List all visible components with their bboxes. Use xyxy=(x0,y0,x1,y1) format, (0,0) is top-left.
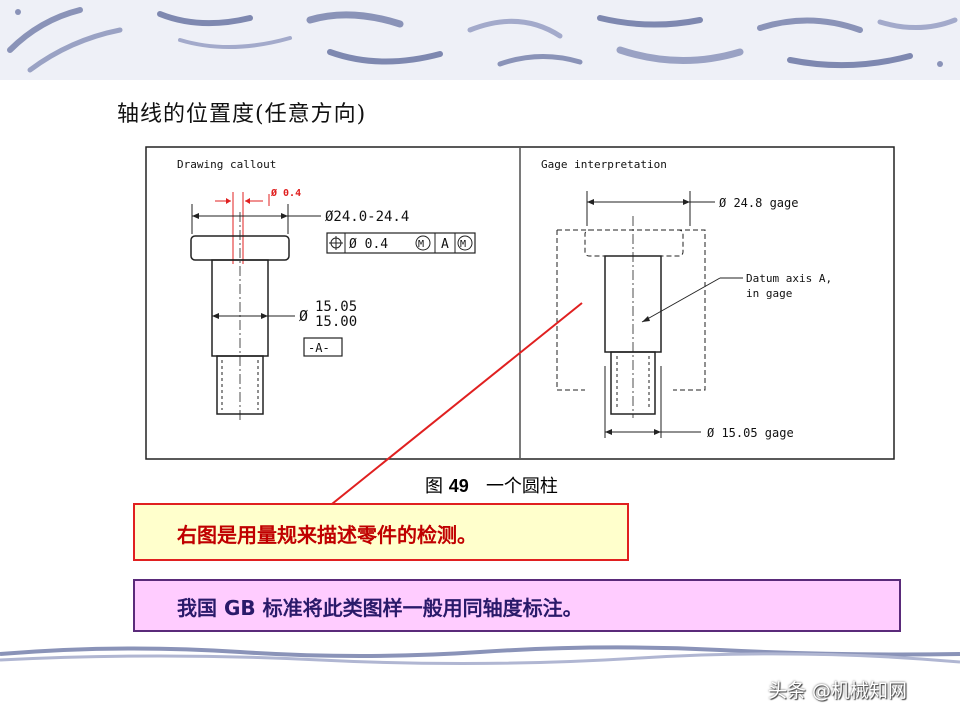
datum-axis-note-line1: Datum axis A, xyxy=(746,272,832,285)
caption-prefix: 图 xyxy=(425,476,443,497)
fcf-mmc-2: M xyxy=(460,239,466,250)
fcf-tolerance: Ø 0.4 xyxy=(349,237,388,252)
datum-a-label: -A- xyxy=(308,341,330,355)
gage-top-dimension: Ø 24.8 gage xyxy=(719,196,798,210)
datum-axis-note-line2: in gage xyxy=(746,287,792,300)
top-wave-decoration xyxy=(0,0,960,80)
red-note-box: 右图是用量规来描述零件的检测。 xyxy=(133,503,629,561)
right-panel-heading: Gage interpretation xyxy=(541,158,667,171)
purple-note-box: 我国 GB 标准将此类图样一般用同轴度标注。 xyxy=(133,579,901,632)
figure-caption: 图 49 一个圆柱 xyxy=(425,472,558,498)
red-note-text: 右图是用量规来描述零件的检测。 xyxy=(177,523,477,547)
left-panel-heading: Drawing callout xyxy=(177,158,276,171)
head-diameter-dimension: Ø24.0-24.4 xyxy=(325,209,409,225)
red-tolerance-note: Ø 0.4 xyxy=(270,187,301,199)
bottom-wave-decoration xyxy=(0,645,960,666)
purple-note-text: 我国 GB 标准将此类图样一般用同轴度标注。 xyxy=(177,596,583,620)
shank-dim-lower: 15.00 xyxy=(315,314,357,330)
fcf-mmc-1: M xyxy=(418,239,424,250)
engineering-drawing-figure: Drawing callout Ø 0.4 Ø24.0-24.4 Ø 0.4 M… xyxy=(145,146,895,460)
fcf-datum: A xyxy=(441,237,449,252)
slide-title: 轴线的位置度(任意方向) xyxy=(117,102,367,127)
shank-dim-upper: 15.05 xyxy=(315,299,357,315)
caption-number: 49 xyxy=(448,476,469,496)
watermark-text: 头条 @机械知网 xyxy=(768,680,908,702)
caption-text: 一个圆柱 xyxy=(485,476,558,497)
shank-dim-symbol: Ø xyxy=(299,307,308,325)
gage-bottom-dimension: Ø 15.05 gage xyxy=(707,426,794,440)
